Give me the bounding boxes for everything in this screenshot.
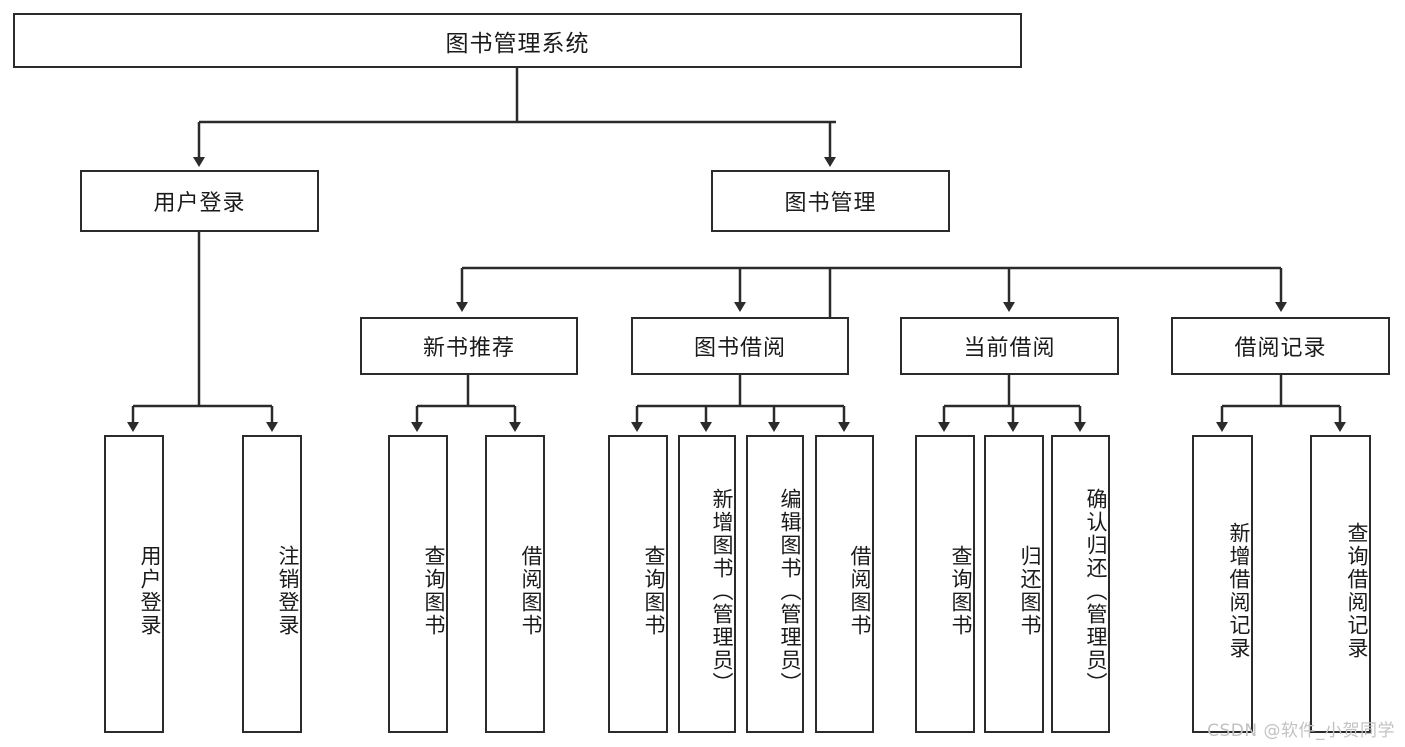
- node-label: 编辑图书（管理员）: [778, 487, 802, 695]
- node-root[interactable]: 图书管理系统: [13, 13, 1022, 68]
- node-label: 查询借阅记录: [1345, 522, 1369, 660]
- node-leaf-edit-book[interactable]: 编辑图书（管理员）: [746, 435, 804, 733]
- node-label: 借阅记录: [1234, 336, 1327, 361]
- node-label: 用户登录: [153, 191, 246, 216]
- node-leaf-user-logout[interactable]: 注销登录: [242, 435, 302, 733]
- node-label: 查询图书: [949, 545, 973, 637]
- node-label: 新增图书（管理员）: [710, 487, 734, 695]
- node-label: 用户登录: [138, 545, 162, 637]
- node-leaf-confirm-return[interactable]: 确认归还（管理员）: [1051, 435, 1110, 733]
- node-label: 图书管理系统: [445, 30, 590, 57]
- node-current-borrow[interactable]: 当前借阅: [900, 317, 1119, 375]
- node-leaf-user-login[interactable]: 用户登录: [104, 435, 164, 733]
- node-label: 查询图书: [642, 545, 666, 637]
- node-user-login[interactable]: 用户登录: [80, 170, 319, 232]
- node-label: 确认归还（管理员）: [1084, 487, 1108, 695]
- node-label: 新书推荐: [422, 336, 515, 361]
- node-label: 新增借阅记录: [1227, 522, 1251, 660]
- node-label: 归还图书: [1018, 545, 1042, 637]
- node-label: 注销登录: [276, 545, 300, 637]
- node-leaf-query-book-1[interactable]: 查询图书: [388, 435, 448, 733]
- node-label: 图书管理: [784, 191, 877, 216]
- node-borrow-record[interactable]: 借阅记录: [1171, 317, 1390, 375]
- node-leaf-return-book[interactable]: 归还图书: [984, 435, 1044, 733]
- node-label: 借阅图书: [519, 545, 543, 637]
- node-leaf-query-book-2[interactable]: 查询图书: [608, 435, 668, 733]
- node-leaf-add-book[interactable]: 新增图书（管理员）: [678, 435, 736, 733]
- node-book-borrow[interactable]: 图书借阅: [631, 317, 849, 375]
- node-leaf-add-borrow-record[interactable]: 新增借阅记录: [1192, 435, 1253, 733]
- node-label: 查询图书: [422, 545, 446, 637]
- node-label: 借阅图书: [848, 545, 872, 637]
- node-label: 图书借阅: [693, 336, 786, 361]
- node-leaf-borrow-book-2[interactable]: 借阅图书: [815, 435, 874, 733]
- node-new-book-recommend[interactable]: 新书推荐: [360, 317, 578, 375]
- node-book-manage[interactable]: 图书管理: [711, 170, 950, 232]
- node-label: 当前借阅: [963, 336, 1056, 361]
- node-leaf-borrow-book-1[interactable]: 借阅图书: [485, 435, 545, 733]
- node-leaf-query-borrow-record[interactable]: 查询借阅记录: [1310, 435, 1371, 733]
- node-leaf-query-book-3[interactable]: 查询图书: [915, 435, 975, 733]
- watermark: CSDN @软件_小贺同学: [1207, 721, 1395, 741]
